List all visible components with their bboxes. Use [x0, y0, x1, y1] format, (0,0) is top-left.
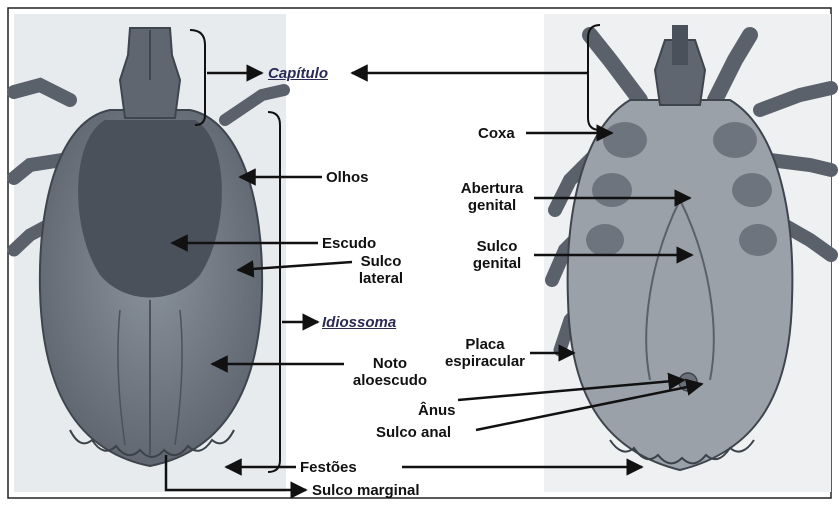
label-festoes: Festões	[300, 459, 357, 476]
ventral-idiosoma	[568, 100, 793, 470]
label-noto-line2: aloescudo	[353, 372, 427, 389]
label-placa-line2: espiracular	[445, 353, 525, 370]
label-abertura-line2: genital	[468, 197, 516, 214]
label-abertura-line1: Abertura	[461, 180, 524, 197]
label-sulco-lateral: Sulco lateral	[352, 253, 410, 287]
ventral-hypostome	[672, 25, 688, 65]
ventral-coxa	[732, 173, 772, 207]
label-coxa: Coxa	[478, 125, 515, 142]
label-sulco-genital: Sulco genital	[462, 238, 532, 272]
ventral-coxa	[713, 122, 757, 158]
label-sulco-marginal: Sulco marginal	[312, 482, 420, 499]
label-idiossoma: Idiossoma	[322, 314, 396, 331]
label-anus: Ânus	[418, 402, 456, 419]
label-placa-line1: Placa	[465, 336, 504, 353]
label-abertura-genital: Abertura genital	[452, 180, 532, 214]
ventral-coxa	[592, 173, 632, 207]
ventral-coxa	[739, 224, 777, 256]
label-noto-aloescudo: Noto aloescudo	[340, 355, 440, 389]
label-placa-espiracular: Placa espiracular	[440, 336, 530, 370]
label-sulco-lateral-line2: lateral	[359, 270, 403, 287]
dorsal-scutum	[78, 120, 222, 298]
label-capitulo: Capítulo	[268, 65, 328, 82]
label-sulco-lateral-line1: Sulco	[361, 253, 402, 270]
label-escudo: Escudo	[322, 235, 376, 252]
label-olhos: Olhos	[326, 169, 369, 186]
label-sulco-genital-line2: genital	[473, 255, 521, 272]
ventral-coxa	[586, 224, 624, 256]
label-sulco-anal: Sulco anal	[376, 424, 451, 441]
label-sulco-genital-line1: Sulco	[477, 238, 518, 255]
label-noto-line1: Noto	[373, 355, 407, 372]
ventral-coxa	[603, 122, 647, 158]
